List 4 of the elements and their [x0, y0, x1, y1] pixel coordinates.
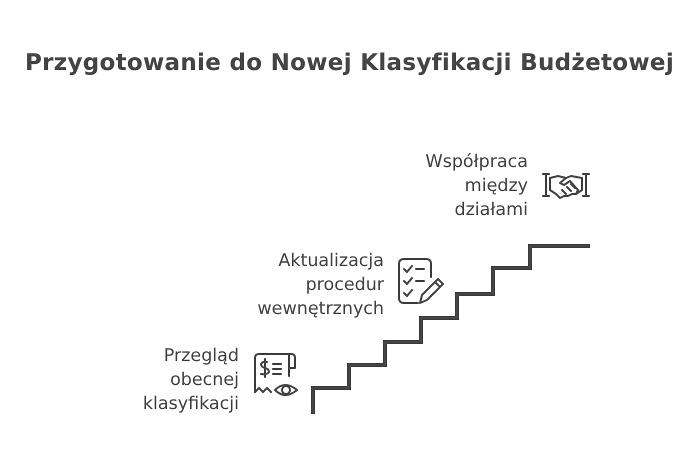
step-label: Przegląd obecnej klasyfikacji	[142, 345, 239, 416]
step-label: Aktualizacja procedur wewnętrznych	[257, 250, 384, 321]
step-label: Współpraca między działami	[425, 151, 528, 222]
title: Przygotowanie do Nowej Klasyfikacji Budżetowej	[24, 50, 674, 76]
